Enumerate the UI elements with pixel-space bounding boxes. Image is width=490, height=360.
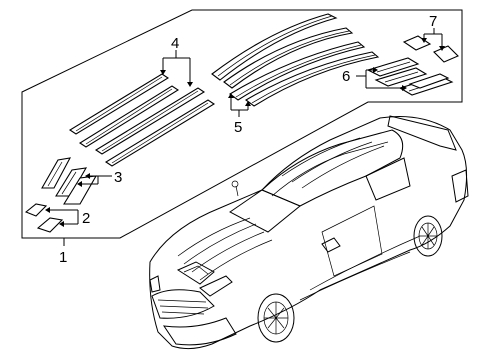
fender-stripe-set <box>41 157 98 205</box>
callout-5-leader <box>228 93 251 117</box>
badge-decal-pair <box>24 203 64 233</box>
callout-3: 3 <box>114 169 122 186</box>
vehicle-illustration <box>149 115 469 350</box>
callout-6-leader <box>356 67 407 91</box>
callout-4-leader <box>160 50 193 87</box>
kit-boundary <box>21 9 463 239</box>
callout-7: 7 <box>429 13 437 30</box>
callout-5: 5 <box>234 119 242 136</box>
callout-1: 1 <box>59 249 67 266</box>
small-decal-pair <box>402 35 459 63</box>
callout-6: 6 <box>342 68 350 85</box>
callout-4: 4 <box>171 35 179 52</box>
callout-2: 2 <box>82 210 90 227</box>
hood-stripe-set <box>211 13 380 107</box>
rear-stripe-set <box>366 57 454 96</box>
callout-2-leader <box>45 207 79 227</box>
callout-3-leader <box>77 173 112 187</box>
side-stripe-set <box>68 73 216 167</box>
callout-7-leader <box>421 28 445 51</box>
